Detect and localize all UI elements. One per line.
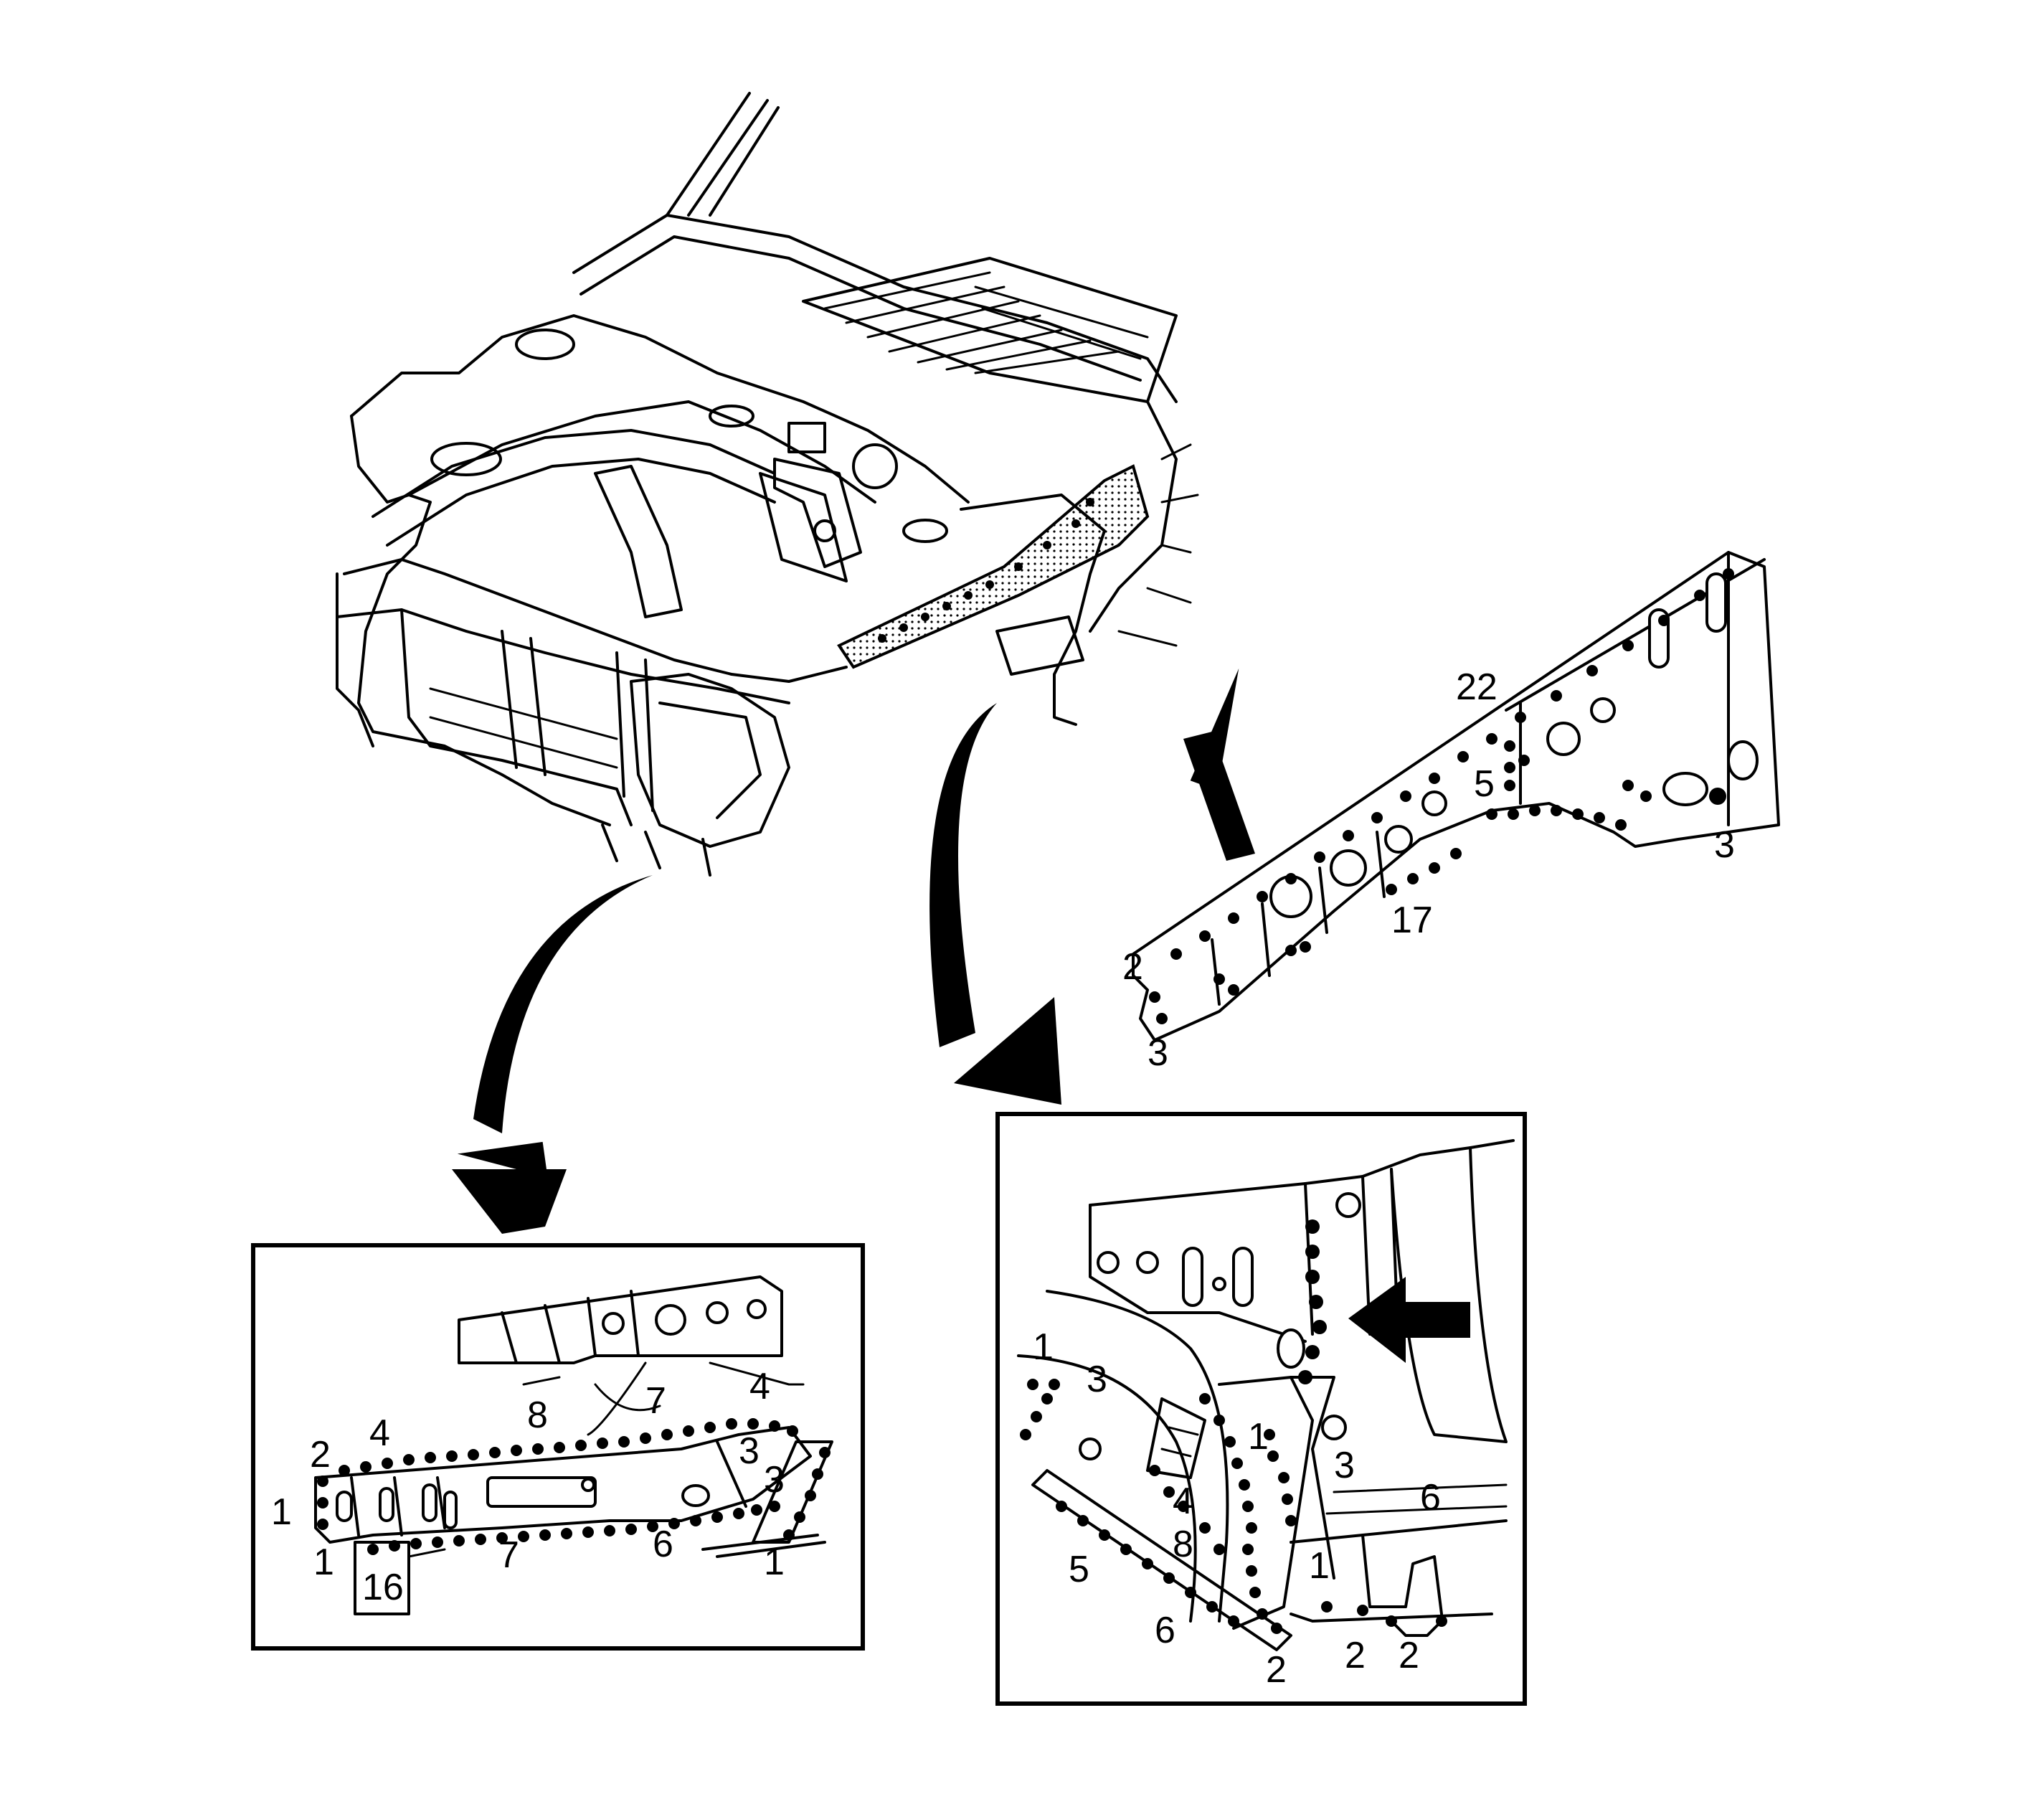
callout-left-1c: 1 [764, 1542, 785, 1583]
callout-rinset-3a: 3 [1087, 1359, 1107, 1400]
callout-rinset-1b: 1 [1248, 1416, 1269, 1458]
callout-left-16: 16 [362, 1567, 404, 1608]
callout-left-3a: 3 [739, 1430, 760, 1472]
straight-arrow-up [1183, 668, 1255, 861]
callout-rinset-2c: 2 [1399, 1635, 1419, 1676]
callout-rinset-6a: 6 [1420, 1477, 1441, 1519]
callout-right-17: 17 [1391, 900, 1433, 941]
inset-left: 2 4 8 7 4 3 3 1 1 16 7 6 1 [251, 1243, 865, 1651]
inset-left-welds [317, 1418, 831, 1555]
rail-part-detail: 22 5 3 17 2 3 [1122, 551, 1780, 1074]
callout-rinset-2b: 2 [1345, 1635, 1366, 1676]
callout-left-7a: 7 [645, 1380, 666, 1422]
callout-rinset-3b: 3 [1334, 1445, 1355, 1486]
curved-arrow-right [929, 703, 1061, 1105]
curved-arrow-left [452, 875, 653, 1234]
callout-rinset-2a: 2 [1266, 1649, 1287, 1691]
callout-rinset-5: 5 [1069, 1549, 1089, 1590]
callout-left-1a: 1 [271, 1491, 292, 1533]
highlighted-rail-part [837, 464, 1150, 669]
pointer-arrow [1348, 1277, 1470, 1363]
inset-right: 1 3 1 4 8 3 6 1 5 6 2 2 2 [995, 1112, 1527, 1706]
callout-left-1b: 1 [313, 1542, 334, 1583]
callout-right-3a: 3 [1714, 824, 1735, 866]
callout-left-3b: 3 [764, 1459, 785, 1501]
callout-right-3b: 3 [1148, 1032, 1168, 1074]
callout-rinset-8: 8 [1173, 1524, 1193, 1565]
callout-right-22: 22 [1456, 666, 1497, 708]
callout-left-4b: 4 [749, 1366, 770, 1407]
callout-left-6: 6 [653, 1524, 673, 1565]
rail-welds [878, 498, 1094, 643]
rail-part-welds [1149, 568, 1734, 1024]
callout-right-2: 2 [1122, 946, 1143, 988]
callout-left-2: 2 [310, 1434, 331, 1476]
vehicle-front-structure [336, 92, 1199, 877]
callout-rinset-6b: 6 [1155, 1610, 1175, 1651]
callout-left-7b: 7 [498, 1534, 519, 1576]
callout-right-5: 5 [1474, 763, 1495, 805]
callout-rinset-1c: 1 [1309, 1545, 1330, 1587]
callout-left-8: 8 [527, 1394, 548, 1436]
inset-right-welds [1020, 1219, 1447, 1634]
callout-rinset-4: 4 [1173, 1481, 1193, 1522]
callout-rinset-1a: 1 [1033, 1326, 1054, 1368]
callout-left-4a: 4 [369, 1412, 390, 1454]
